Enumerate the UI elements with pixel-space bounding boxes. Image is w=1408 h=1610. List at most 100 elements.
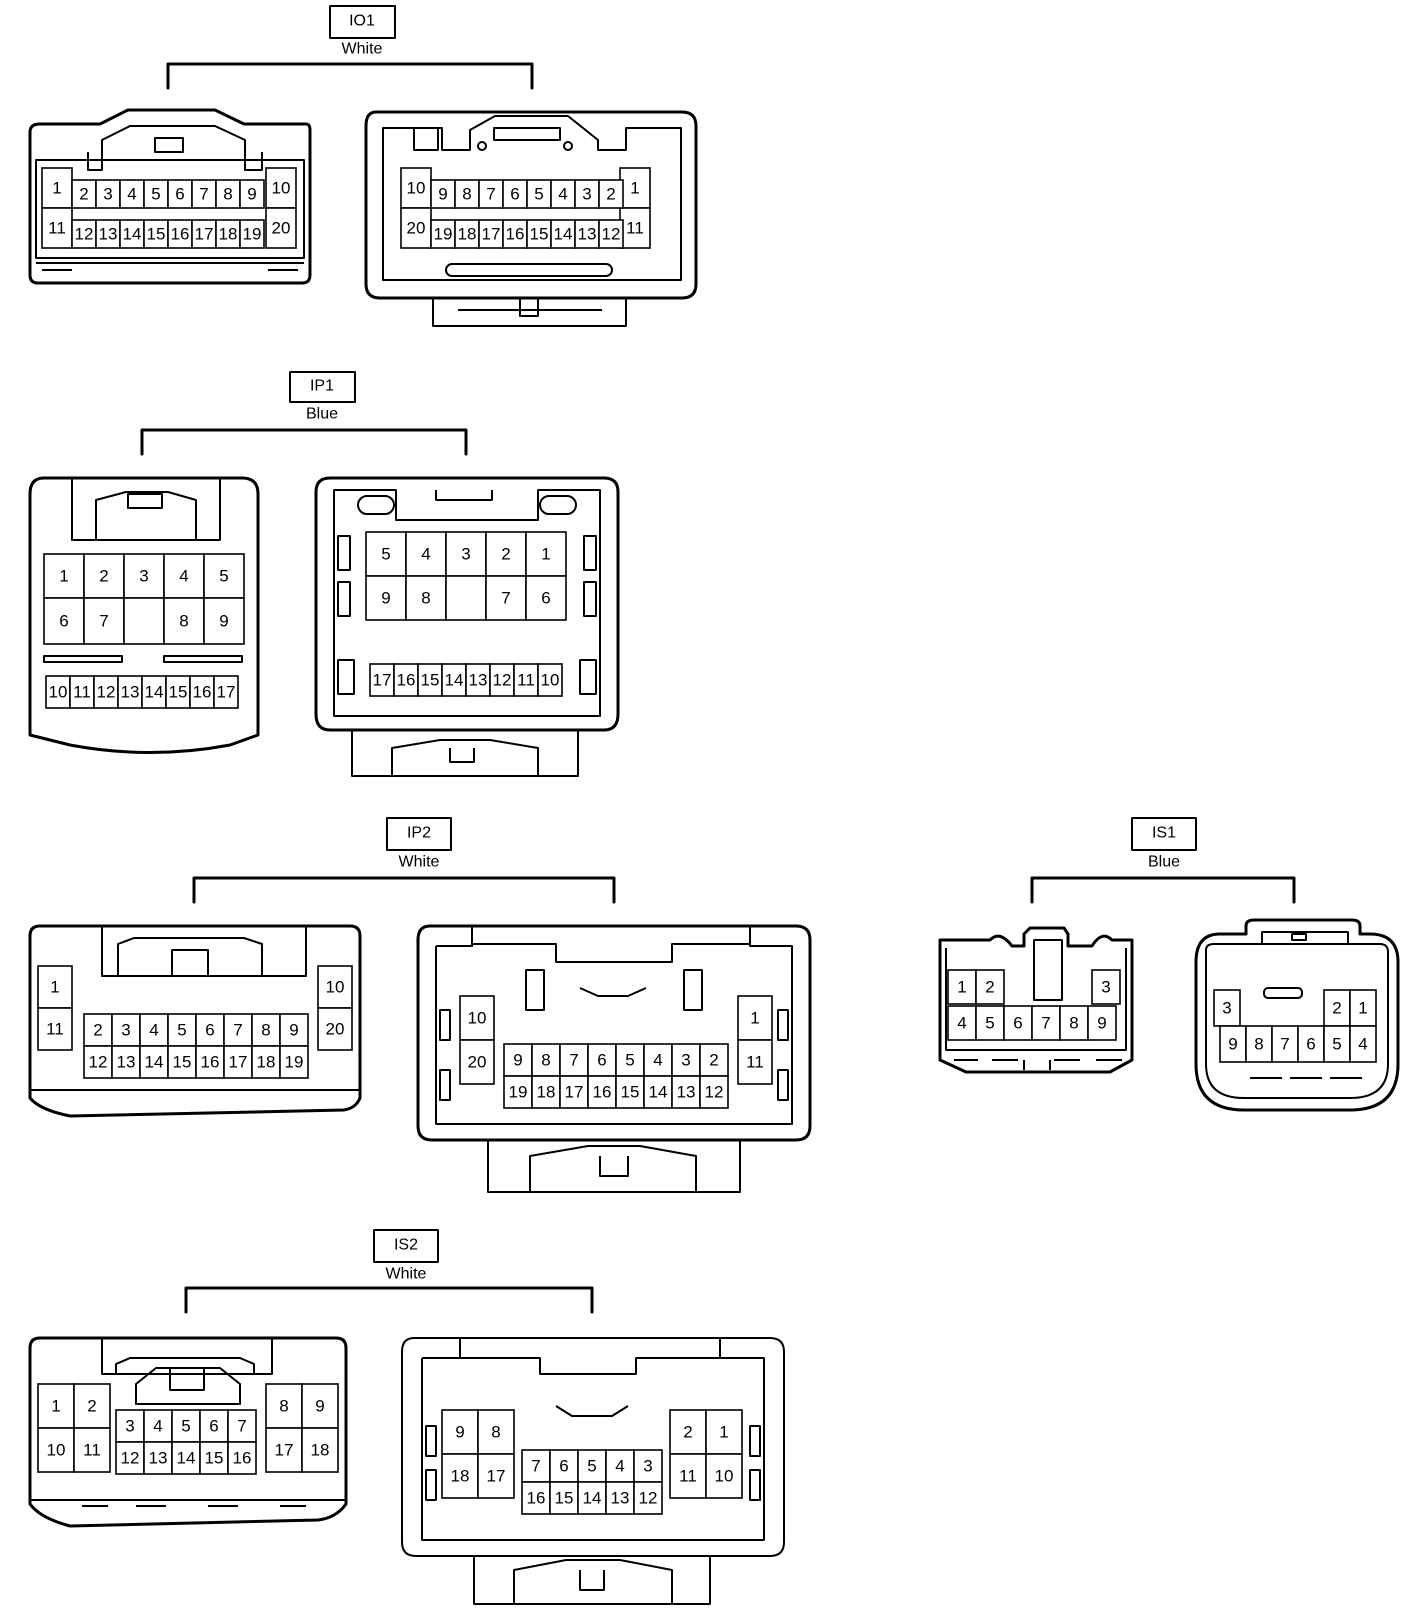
pin-cavity [1087, 1005, 1117, 1041]
pin-number: 16 [506, 225, 525, 244]
pin-cavity [143, 179, 169, 209]
pin-cavity [317, 1007, 353, 1051]
pin-number: 12 [705, 1083, 724, 1102]
blank-cavity [123, 597, 165, 645]
guide-hole [539, 495, 577, 515]
pin-number: 4 [153, 1417, 162, 1436]
pin-cavity [559, 1043, 589, 1077]
lock-tab [169, 1367, 205, 1391]
pin-cavity [699, 1075, 729, 1109]
pin-cavity [265, 207, 297, 249]
side-key [583, 581, 597, 617]
pin-number: 2 [606, 185, 615, 204]
pin-cavity [191, 219, 217, 249]
pin-number: 1 [52, 179, 61, 198]
pin-number: 6 [205, 1021, 214, 1040]
pin-number: 1 [719, 1423, 728, 1442]
pin-number: 3 [139, 567, 148, 586]
pin-number: 12 [121, 1449, 140, 1468]
pin-number: 17 [217, 683, 236, 702]
pin-number: 4 [653, 1051, 662, 1070]
pin-number: 14 [583, 1489, 602, 1508]
pin-number: 19 [509, 1083, 528, 1102]
pin-number: 14 [177, 1449, 196, 1468]
blank-cavity [445, 575, 487, 621]
pin-cavity [115, 1441, 145, 1475]
pin-cavity [37, 965, 73, 1009]
pin-number: 2 [709, 1051, 718, 1070]
pin-cavity [549, 1449, 579, 1483]
connector-color-label: White [342, 41, 383, 58]
pin-cavity [526, 179, 552, 209]
pin-cavity [615, 1075, 645, 1109]
pin-number: 20 [468, 1053, 487, 1072]
pin-cavity [1323, 1025, 1351, 1063]
latch-arm [95, 491, 197, 540]
housing-outline [28, 476, 260, 754]
pin-number: 18 [219, 225, 238, 244]
bracket-line [166, 62, 534, 90]
pin-number: 10 [715, 1467, 734, 1486]
pin-cavity [165, 675, 191, 709]
housing-outline [364, 110, 698, 300]
pin-cavity [477, 1409, 515, 1455]
side-key [749, 1469, 761, 1501]
pin-number: 6 [510, 185, 519, 204]
latch-base [351, 730, 579, 777]
side-key [777, 1009, 789, 1041]
guide-rib [683, 969, 703, 1011]
connector-id-label: IP1 [310, 378, 334, 395]
base-rail [30, 1499, 346, 1507]
pin-number: 12 [75, 225, 94, 244]
pin-number: 13 [611, 1489, 630, 1508]
pin-number: 2 [87, 1397, 96, 1416]
pin-number: 12 [493, 671, 512, 690]
latch-base [432, 298, 627, 327]
pin-cavity [521, 1449, 551, 1483]
connector-color-label: Blue [306, 406, 338, 423]
pin-number: 5 [219, 567, 228, 586]
pin-number: 6 [597, 1051, 606, 1070]
latch-shape [87, 125, 263, 171]
housing-outline [28, 1336, 348, 1528]
pin-number: 8 [261, 1021, 270, 1040]
pin-number: 16 [593, 1083, 612, 1102]
pin-cavity [577, 1481, 607, 1515]
pin-cavity [975, 1005, 1005, 1041]
base-rail [954, 1059, 1122, 1070]
pin-number: 14 [554, 225, 573, 244]
connector-id-box [386, 817, 452, 851]
bracket-line [1030, 876, 1296, 904]
pin-cavity [163, 597, 205, 645]
pin-number: 15 [173, 1053, 192, 1072]
side-key [583, 535, 597, 571]
pin-cavity [213, 675, 239, 709]
pin-number: 4 [179, 567, 188, 586]
pin-number: 7 [486, 185, 495, 204]
connector-id-box [289, 371, 356, 403]
pin-number: 11 [517, 671, 535, 690]
pin-number: 18 [311, 1441, 330, 1460]
pin-cavity [195, 1045, 225, 1079]
pin-number: 18 [537, 1083, 556, 1102]
pin-number: 15 [147, 225, 166, 244]
side-key [749, 1425, 761, 1457]
pin-number: 14 [649, 1083, 668, 1102]
pin-cavity [195, 1013, 225, 1047]
pin-number: 13 [117, 1053, 136, 1072]
pin-cavity [1349, 1025, 1377, 1063]
pin-number: 1 [541, 545, 550, 564]
pin-cavity [1349, 989, 1377, 1027]
pin-number: 11 [746, 1053, 764, 1072]
base-rail [36, 262, 304, 271]
latch-shape [101, 1338, 273, 1375]
inner-wall [945, 948, 1127, 1051]
pin-cavity [587, 1075, 617, 1109]
pin-cavity [1031, 1005, 1061, 1041]
connector-id-label: IS1 [1152, 825, 1176, 842]
pin-number: 6 [209, 1417, 218, 1436]
pin-number: 1 [59, 567, 68, 586]
